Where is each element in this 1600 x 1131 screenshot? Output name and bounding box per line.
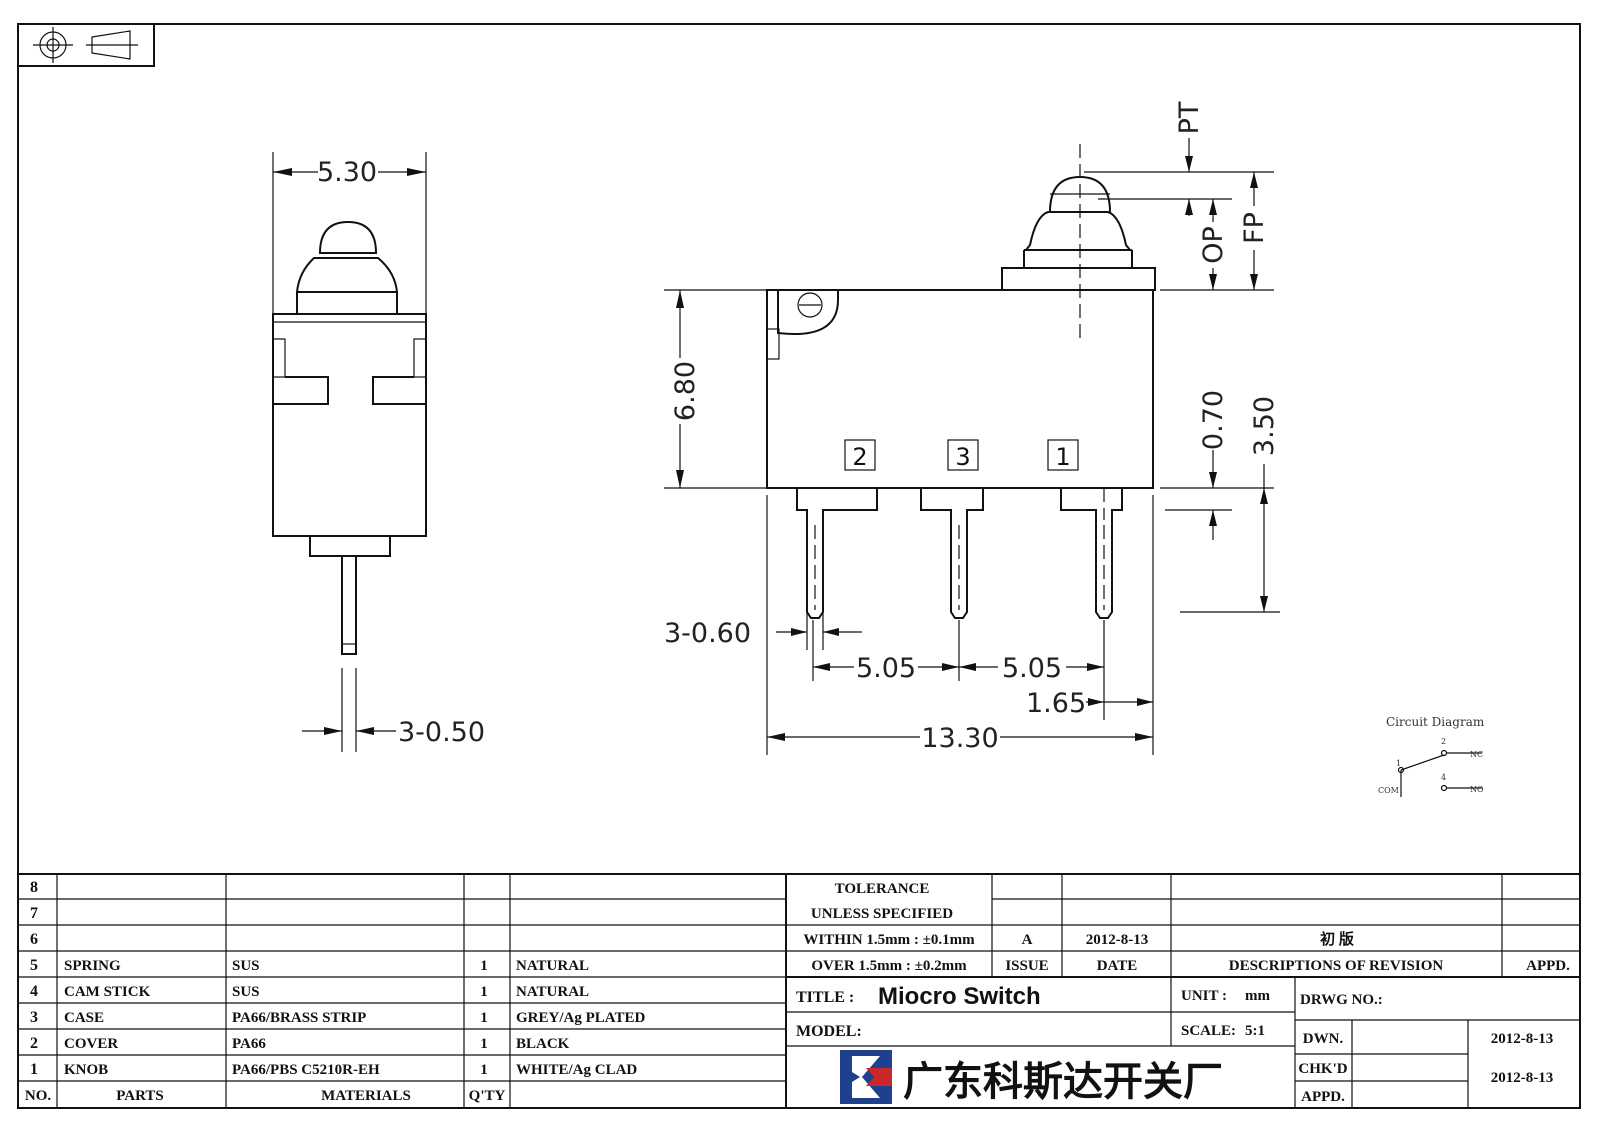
circuit-no-label: NO (1470, 785, 1484, 794)
dim-height: 6.80 (670, 361, 701, 421)
circuit-diagram (1397, 749, 1482, 797)
circuit-node-2: 2 (1441, 737, 1446, 746)
dim-pin-short: 0.70 (1198, 390, 1229, 450)
tolerance-line-4: OVER 1.5mm : ±0.2mm (811, 958, 967, 974)
part-row-part: COVER (64, 1036, 118, 1052)
dim-end-offset: 1.65 (1026, 688, 1086, 719)
company-name: 广东科斯达开关厂 (903, 1059, 1223, 1105)
part-row-finish: NATURAL (516, 958, 589, 974)
circuit-node-1: 1 (1396, 759, 1401, 768)
dwn-date: 2012-8-13 (1491, 1031, 1554, 1047)
projection-symbol-icon (17, 23, 155, 67)
dim-op: OP (1198, 226, 1229, 264)
part-row-material: PA66 (232, 1036, 266, 1052)
descriptions-label: DESCRIPTIONS OF REVISION (1229, 958, 1444, 974)
unit-label: UNIT : (1181, 988, 1227, 1004)
unit-value: mm (1245, 988, 1270, 1004)
tolerance-line-3: WITHIN 1.5mm : ±0.1mm (803, 932, 975, 948)
part-row-material: PA66/BRASS STRIP (232, 1010, 366, 1026)
terminal-label-2: 2 (852, 443, 867, 471)
tolerance-line-1: TOLERANCE (835, 881, 930, 897)
dim-pt: PT (1174, 101, 1205, 134)
tolerance-line-2: UNLESS SPECIFIED (811, 906, 953, 922)
part-row-material: SUS (232, 984, 260, 1000)
part-row-part: SPRING (64, 958, 121, 974)
chkd-label: CHK'D (1298, 1061, 1347, 1077)
appd-label-revision: APPD. (1526, 958, 1570, 974)
appd-label: APPD. (1301, 1089, 1345, 1105)
part-row-no: 2 (30, 1035, 38, 1052)
title-label: TITLE : (796, 989, 854, 1006)
part-row-part: CASE (64, 1010, 104, 1026)
part-row-part: KNOB (64, 1062, 108, 1078)
sheet-border (17, 23, 1581, 1109)
side-view (272, 152, 427, 752)
part-row-no: 3 (30, 1009, 38, 1026)
dim-pin-width: 3-0.60 (664, 618, 751, 649)
revision-date: 2012-8-13 (1086, 932, 1149, 948)
part-row-qty: 1 (480, 1062, 488, 1078)
part-row-material: SUS (232, 958, 260, 974)
part-row-qty: 1 (480, 984, 488, 1000)
part-row-qty: 1 (480, 1010, 488, 1026)
part-row-no: 1 (30, 1061, 38, 1078)
part-row-finish: BLACK (516, 1036, 570, 1052)
part-row-no: 6 (30, 931, 38, 948)
chkd-date: 2012-8-13 (1491, 1070, 1554, 1086)
terminal-label-3: 3 (955, 443, 970, 471)
terminal-label-1: 1 (1055, 443, 1070, 471)
scale-label: SCALE: (1181, 1023, 1236, 1039)
header-qty: Q'TY (469, 1088, 506, 1104)
circuit-title: Circuit Diagram (1386, 715, 1485, 729)
part-row-qty: 1 (480, 958, 488, 974)
dim-fp: FP (1239, 212, 1270, 244)
header-no: NO. (25, 1088, 52, 1104)
dim-side-width: 5.30 (317, 157, 377, 188)
dim-side-pin: 3-0.50 (398, 717, 485, 748)
part-row-part: CAM STICK (64, 984, 151, 1000)
scale-value: 5:1 (1245, 1023, 1265, 1039)
part-row-finish: WHITE/Ag CLAD (516, 1062, 637, 1078)
dwn-label: DWN. (1303, 1031, 1344, 1047)
circuit-nc-label: NC (1470, 750, 1483, 759)
header-parts: PARTS (116, 1088, 164, 1104)
issue-label: ISSUE (1005, 958, 1048, 974)
dim-pin-long: 3.50 (1249, 396, 1280, 456)
date-label: DATE (1097, 958, 1138, 974)
revision-description: 初 版 (1320, 930, 1354, 948)
company-logo-icon (840, 1050, 892, 1104)
dim-pitch-left: 5.05 (856, 653, 916, 684)
circuit-node-4: 4 (1441, 773, 1446, 782)
drwg-no-label: DRWG NO.: (1300, 992, 1383, 1008)
revision-issue: A (1022, 932, 1033, 948)
part-row-no: 5 (30, 957, 38, 974)
dim-length: 13.30 (921, 723, 998, 754)
front-view (664, 138, 1280, 755)
part-row-qty: 1 (480, 1036, 488, 1052)
parts-table: 8 7 6 5 SPRING SUS 1 NATURAL 4 CAM STICK… (25, 879, 646, 1104)
part-row-material: PA66/PBS C5210R-EH (232, 1062, 380, 1078)
dim-pitch-right: 5.05 (1002, 653, 1062, 684)
part-row-no: 8 (30, 879, 38, 896)
part-row-finish: NATURAL (516, 984, 589, 1000)
part-row-finish: GREY/Ag PLATED (516, 1010, 645, 1026)
drawing-title: Miocro Switch (878, 983, 1041, 1010)
part-row-no: 4 (30, 983, 38, 1000)
circuit-com-label: COM (1378, 786, 1399, 795)
part-row-no: 7 (30, 905, 38, 922)
header-materials: MATERIALS (321, 1088, 411, 1104)
title-block-grid (18, 873, 1580, 1108)
model-label: MODEL: (796, 1023, 862, 1040)
